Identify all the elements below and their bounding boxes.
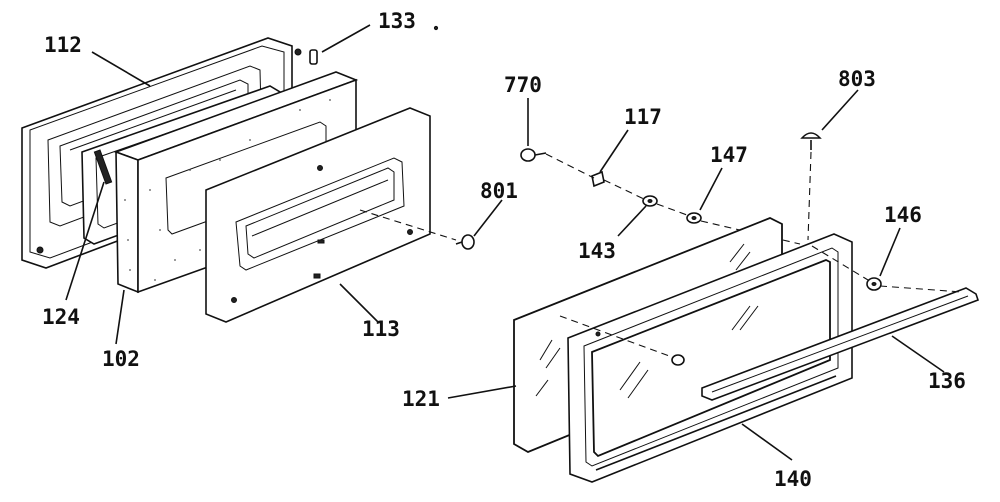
part-117-bracket-clip xyxy=(591,170,605,188)
part-143-washer xyxy=(642,195,658,207)
part-140-outer-glass-frame xyxy=(559,233,853,483)
label-112: 112 xyxy=(44,33,82,57)
label-801: 801 xyxy=(480,179,518,203)
label-117: 117 xyxy=(624,105,662,129)
label-136: 136 xyxy=(928,369,966,393)
label-147: 147 xyxy=(710,143,748,167)
part-770-screw xyxy=(520,148,547,162)
part-146-washer xyxy=(866,277,882,291)
label-803: 803 xyxy=(838,67,876,91)
part-801-screw xyxy=(359,209,475,250)
label-102: 102 xyxy=(102,347,140,371)
label-770: 770 xyxy=(504,73,542,97)
label-113: 113 xyxy=(362,317,400,341)
part-113-window-frame-panel xyxy=(205,107,431,323)
part-803-screw xyxy=(800,132,822,241)
part-133-pin xyxy=(309,25,439,65)
part-136-trim-strip xyxy=(701,245,980,401)
part-147-washer xyxy=(686,212,702,224)
label-140: 140 xyxy=(774,467,812,491)
label-121: 121 xyxy=(402,387,440,411)
label-146: 146 xyxy=(884,203,922,227)
label-143: 143 xyxy=(578,239,616,263)
leader-lines xyxy=(65,24,945,461)
label-133: 133 xyxy=(378,9,416,33)
label-124: 124 xyxy=(42,305,80,329)
